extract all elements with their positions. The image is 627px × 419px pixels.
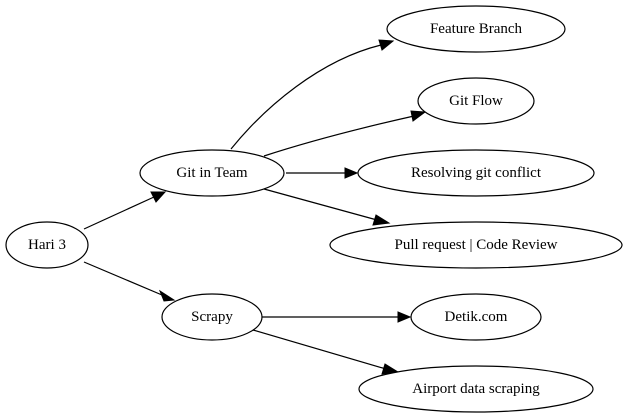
node-airport-data-scraping: Airport data scraping (358, 365, 594, 413)
edge-scrapy-to-airport (252, 329, 387, 370)
node-label: Detik.com (445, 309, 508, 325)
edge-hari3-to-scrapy (83, 261, 163, 296)
node-label: Scrapy (191, 309, 233, 325)
edge-arrowhead (397, 311, 412, 323)
node-label: Feature Branch (430, 21, 523, 37)
node-label: Git Flow (449, 93, 503, 109)
edge-arrowhead (344, 167, 359, 179)
edge-git-in-team-to-pull-request (263, 188, 378, 221)
node-pull-request-code-review: Pull request | Code Review (329, 221, 623, 269)
node-label: Resolving git conflict (411, 165, 542, 181)
node-label: Airport data scraping (412, 381, 540, 397)
node-resolving-git-conflict: Resolving git conflict (357, 149, 595, 197)
node-hari-3: Hari 3 (5, 221, 89, 269)
edge-arrowhead (372, 214, 391, 226)
node-detik-com: Detik.com (410, 293, 542, 341)
node-feature-branch: Feature Branch (386, 5, 566, 53)
node-label: Git in Team (176, 165, 247, 181)
edge-arrowhead (378, 39, 395, 51)
node-scrapy: Scrapy (161, 293, 263, 341)
edges-layer (83, 39, 427, 375)
node-label: Pull request | Code Review (395, 237, 558, 253)
edge-arrowhead (150, 191, 167, 203)
edge-arrowhead (410, 110, 427, 122)
edge-git-in-team-to-git-flow (263, 115, 415, 157)
nodes-layer: Hari 3 Git in Team Scrapy Feature Branch… (5, 5, 623, 413)
node-git-flow: Git Flow (417, 77, 535, 125)
edge-hari3-to-git-in-team (83, 196, 155, 230)
node-git-in-team: Git in Team (139, 149, 285, 197)
edge-arrowhead (158, 289, 176, 302)
node-label: Hari 3 (28, 237, 66, 253)
edge-git-in-team-to-feature-branch (230, 44, 382, 150)
